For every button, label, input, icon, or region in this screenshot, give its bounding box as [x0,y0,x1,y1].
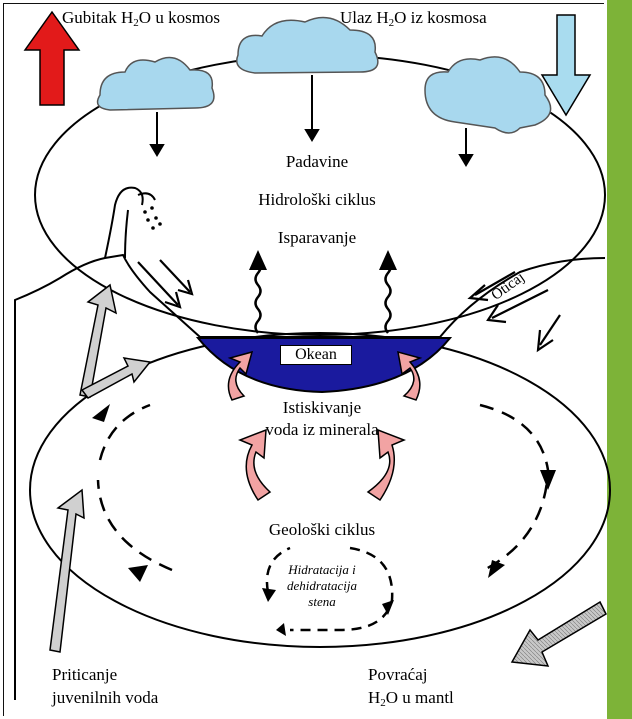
hydration-label-line2: dehidratacija [287,578,357,594]
juvenile-water-label-line2: juvenilnih voda [52,688,158,708]
volcano-sparks [143,206,162,230]
evaporation-arrows [256,261,391,333]
juvenile-water-arrows [50,285,150,652]
hydration-label-line1: Hidratacija i [287,562,357,578]
space-loss-label: Gubitak H2O u kosmos [62,8,220,33]
geological-cycle-label: Geološki ciklus [269,520,375,540]
precipitation-label: Padavine [286,152,348,172]
mantle-return-arrow [512,602,606,666]
hydration-label: Hidratacija i dehidratacija stena [287,562,357,610]
juvenile-water-label-line1: Priticanje [52,665,117,685]
mineral-squeezing-label-line1: Istiskivanje [283,398,361,418]
evaporation-arrowhead [379,250,397,270]
down-arrow-icon [542,15,590,115]
runoff-arrows-left [138,260,192,307]
evaporation-arrowhead [249,250,267,270]
volcano-icon [105,188,155,258]
ocean-label: Okean [280,345,352,365]
hydration-label-line3: stena [287,594,357,610]
mantle-return-label-line2: H2O u mantl [368,688,454,713]
hydrological-cycle-label: Hidrološki ciklus [258,190,376,210]
cloud-icon [98,58,214,111]
mineral-squeezing-label-line2: voda iz minerala [265,420,378,440]
space-gain-label: Ulaz H2O iz kosmosa [340,8,487,33]
mantle-return-label-line1: Povraćaj [368,665,427,685]
evaporation-label: Isparavanje [278,228,356,248]
